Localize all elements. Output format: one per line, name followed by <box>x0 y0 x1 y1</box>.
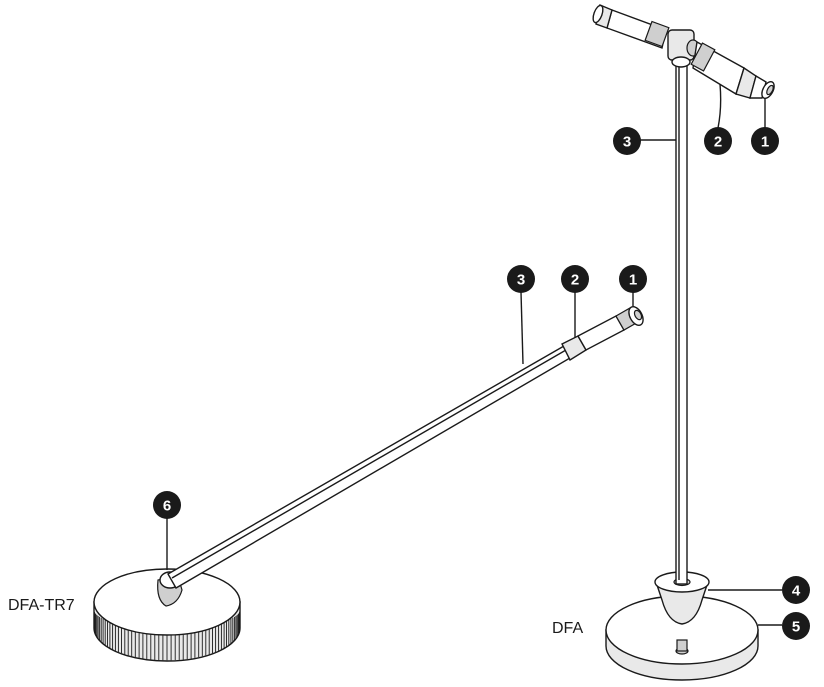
dfa-left-arm <box>592 4 670 49</box>
dfa-tr7-model-label: DFA-TR7 <box>8 597 75 614</box>
dfa-tr7-base <box>93 568 241 662</box>
dfa-callout-2: 2 <box>704 127 732 155</box>
svg-text:6: 6 <box>163 498 171 515</box>
svg-text:3: 3 <box>517 272 525 289</box>
dfa-callout-1: 1 <box>751 127 779 155</box>
dfa-tr7-callout-2: 2 <box>561 265 589 293</box>
svg-text:5: 5 <box>792 619 800 636</box>
dfa-callout-5: 5 <box>782 612 810 640</box>
dfa-vertical-pole <box>675 61 688 585</box>
dfa-model-label: DFA <box>552 620 583 637</box>
dfa-tr7-unit: 1 2 3 6 DFA-TR7 <box>8 265 647 662</box>
dfa-tr7-callout-6: 6 <box>153 491 181 519</box>
dfa-callout-4: 4 <box>782 576 810 604</box>
dfa-right-arm <box>690 40 775 99</box>
svg-text:1: 1 <box>629 272 637 289</box>
dfa-tee-fitting <box>667 29 700 68</box>
dfa-callout-3: 3 <box>613 127 641 155</box>
dfa-tr7-pole <box>167 345 571 589</box>
dfa-unit: 1 2 3 4 5 DFA <box>552 4 810 681</box>
dfa-tr7-leader-3 <box>520 291 524 365</box>
dfa-tr7-callout-1: 1 <box>619 265 647 293</box>
svg-text:2: 2 <box>714 134 722 151</box>
svg-text:2: 2 <box>571 272 579 289</box>
dfa-tr7-connector <box>561 306 644 362</box>
svg-text:1: 1 <box>761 134 769 151</box>
dfa-leader-2 <box>717 83 722 129</box>
svg-text:3: 3 <box>623 134 631 151</box>
dfa-tr7-callout-3: 3 <box>507 265 535 293</box>
svg-text:4: 4 <box>792 583 801 600</box>
